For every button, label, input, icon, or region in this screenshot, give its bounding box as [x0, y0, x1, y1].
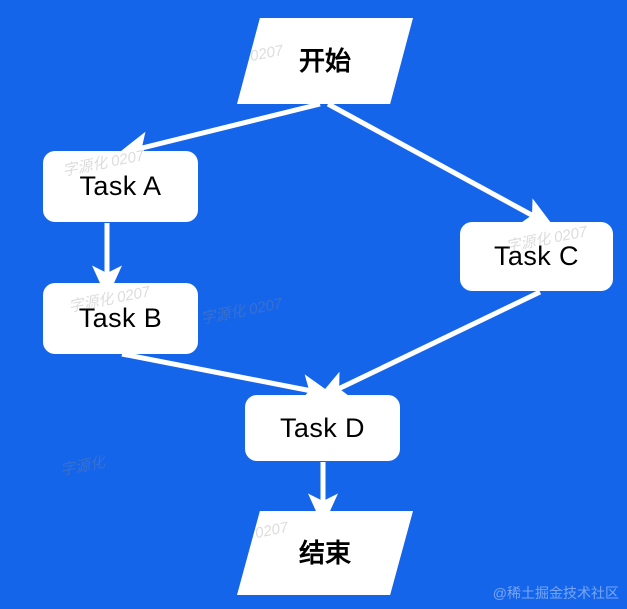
node-end[interactable]: 结束	[237, 511, 413, 595]
node-task-a[interactable]: Task A	[43, 151, 198, 222]
parallelogram-shape	[237, 18, 413, 104]
edge-start-to-taskC	[326, 101, 555, 228]
node-task-a-label: Task A	[79, 171, 162, 201]
node-end-label: 结束	[298, 538, 351, 568]
edge-taskC-to-taskD	[316, 289, 542, 400]
node-start-label: 开始	[298, 46, 351, 76]
brand-watermark: @稀土掘金技术社区	[492, 585, 619, 601]
node-task-b[interactable]: Task B	[43, 283, 198, 354]
node-task-d[interactable]: Task D	[245, 395, 400, 461]
node-task-c-label: Task C	[494, 241, 579, 271]
edge-taskB-to-taskD	[121, 351, 335, 404]
watermark-tile: 字源化 0207	[199, 295, 284, 328]
node-task-d-label: Task D	[280, 412, 365, 443]
node-task-b-label: Task B	[78, 303, 163, 333]
node-task-c[interactable]: Task C	[460, 222, 613, 291]
edge-start-to-taskA	[117, 101, 321, 161]
watermark-tile: 字源化	[58, 453, 107, 480]
node-start[interactable]: 开始	[237, 18, 413, 104]
